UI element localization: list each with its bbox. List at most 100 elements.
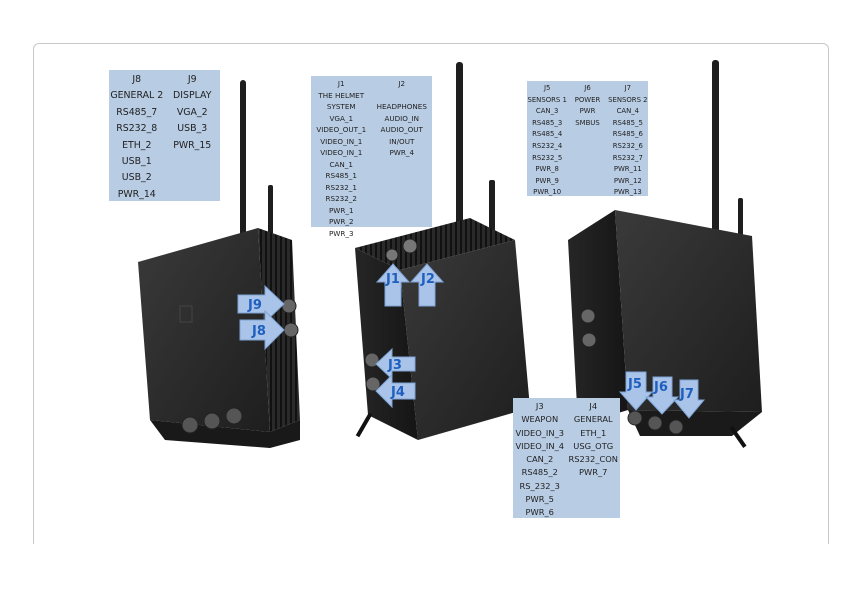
pin-row: RS232_4	[532, 141, 563, 150]
left-device	[138, 80, 300, 448]
arrow-j2: J2	[409, 263, 445, 307]
pin-row: RS485_3	[532, 118, 563, 127]
right-antenna-short	[738, 198, 743, 243]
pin-column-j6: J6 POWER PWR SMBUS	[567, 83, 607, 199]
pin-row: ETH_2	[122, 139, 152, 151]
right-device-side	[568, 210, 628, 425]
pin-row	[372, 90, 433, 102]
pin-row: CAN_1	[329, 159, 353, 169]
pin-column-j7: J7 SENSORS 2 CAN_4 RS485_5 RS485_6 RS232…	[608, 83, 648, 199]
arrow-label-j1: J1	[385, 272, 400, 287]
pin-row: SMBUS	[575, 118, 600, 127]
pin-row: PWR_15	[173, 139, 212, 151]
pin-row: PWR_10	[533, 188, 562, 197]
pin-row: RS485_4	[532, 130, 563, 139]
pin-column-j1: J1 THE HELMET SYSTEM VGA_1 VIDEO_OUT_1 V…	[311, 78, 372, 239]
pin-row: PWR_4	[389, 148, 415, 157]
center-device-front	[400, 240, 530, 440]
arrow-label-j5: J5	[627, 377, 642, 392]
arrow-j9: J9	[237, 284, 285, 324]
pin-row: PWR_12	[613, 176, 642, 185]
pin-row: PWR_2	[328, 217, 354, 226]
pin-row: PWR_9	[535, 176, 559, 185]
pin-row: PWR_6	[525, 507, 554, 518]
arrow-j1: J1	[375, 263, 411, 307]
pin-row: RS485_1	[325, 171, 357, 180]
pin-row: PWR	[579, 107, 596, 116]
right-device-bottom	[628, 410, 762, 436]
pin-row: PWR_7	[579, 467, 608, 478]
connector-header: J4	[589, 401, 598, 411]
pin-table-j5-j6-j7: J5 SENSORS 1 CAN_3 RS485_3 RS485_4 RS232…	[527, 81, 648, 196]
pin-row: VIDEO_IN_1	[320, 148, 363, 157]
pin-row: PWR_5	[525, 494, 554, 505]
left-antenna-long	[240, 80, 246, 240]
pin-row: USG_OTG	[573, 440, 614, 451]
pin-row: SENSORS 1	[527, 95, 567, 104]
pin-row: RS232_8	[116, 123, 158, 135]
pin-row: PWR_11	[613, 165, 642, 174]
pin-row: DISPLAY	[173, 90, 212, 102]
connector-header: J7	[624, 84, 632, 92]
connector-header: J1	[337, 79, 345, 88]
pin-row: VGA_1	[329, 113, 354, 123]
arrow-label-j3: J3	[387, 358, 402, 373]
pin-row: USB_1	[121, 156, 152, 168]
right-device-front	[615, 210, 762, 412]
pin-row: VIDEO_IN_1	[320, 136, 363, 146]
pin-row: PWR_8	[535, 165, 559, 174]
pin-row: RS485_7	[116, 106, 158, 118]
pin-row: CAN_3	[535, 107, 559, 116]
arrow-j6: J6	[644, 376, 680, 415]
pin-column-j3: J3 WEAPON VIDEO_IN_3 VIDEO_IN_4 CAN_2 RS…	[513, 400, 567, 520]
arrow-j4: J4	[375, 373, 416, 409]
pin-row: GENERAL	[573, 414, 613, 425]
pin-row: RS232_CON	[568, 454, 619, 465]
connector-header: J8	[132, 74, 142, 85]
right-device	[568, 60, 762, 448]
pin-row: USB_3	[177, 123, 208, 135]
pin-row: VIDEO_IN_3	[515, 427, 564, 438]
arrow-label-j7: J7	[679, 387, 694, 402]
pin-row: SYSTEM	[326, 102, 356, 111]
pin-row: VIDEO_OUT_1	[316, 125, 367, 134]
pin-row: PWR_14	[117, 188, 156, 200]
left-device-front	[138, 228, 270, 432]
pin-table-j1-j2: J1 THE HELMET SYSTEM VGA_1 VIDEO_OUT_1 V…	[311, 76, 432, 238]
pin-row: PWR_1	[328, 205, 354, 215]
connector-header: J3	[535, 401, 544, 411]
pin-row: RS485_2	[521, 467, 558, 478]
pin-column-j8: J8 GENERAL 2 RS485_7 RS232_8 ETH_2 USB_1…	[109, 72, 165, 203]
pin-column-j4: J4 GENERAL ETH_1 USG_OTG RS232_CON PWR_7	[567, 400, 621, 520]
pin-row: HEADPHONES	[376, 102, 427, 111]
pin-row: THE HELMET	[318, 90, 365, 100]
arrow-label-j6: J6	[653, 380, 668, 395]
pin-column-j2: J2 HEADPHONES AUDIO_IN AUDIO_OUT IN/OUT …	[372, 78, 433, 239]
pin-row: RS_232_3	[519, 480, 560, 491]
pin-row: USB_2	[121, 172, 152, 184]
pin-row: RS232_2	[325, 194, 357, 203]
pin-row: CAN_2	[526, 454, 554, 465]
right-antenna-long	[712, 60, 719, 235]
arrow-label-j4: J4	[390, 385, 405, 400]
pin-table-j3-j4: J3 WEAPON VIDEO_IN_3 VIDEO_IN_4 CAN_2 RS…	[513, 398, 620, 518]
pin-column-j9: J9 DISPLAY VGA_2 USB_3 PWR_15	[165, 72, 221, 203]
connector-header: J6	[584, 84, 591, 92]
pin-row: RS485_6	[612, 130, 643, 139]
pin-row: AUDIO_OUT	[380, 125, 423, 134]
pin-row: PWR_13	[613, 188, 642, 197]
pin-column-j5: J5 SENSORS 1 CAN_3 RS485_3 RS485_4 RS232…	[527, 83, 567, 199]
left-antenna-short	[268, 185, 273, 240]
pin-row: GENERAL 2	[110, 90, 164, 102]
pin-row: VGA_2	[176, 106, 208, 118]
arrow-label-j2: J2	[420, 272, 435, 287]
pin-row: PWR_3	[328, 228, 354, 238]
arrow-label-j9: J9	[247, 298, 262, 313]
connector-header: J5	[543, 84, 551, 92]
pin-row: WEAPON	[521, 414, 559, 425]
center-antenna-long	[456, 62, 463, 242]
arrow-j8: J8	[239, 309, 285, 351]
pin-row: RS232_7	[612, 153, 643, 162]
pin-row: VIDEO_IN_4	[515, 440, 564, 451]
